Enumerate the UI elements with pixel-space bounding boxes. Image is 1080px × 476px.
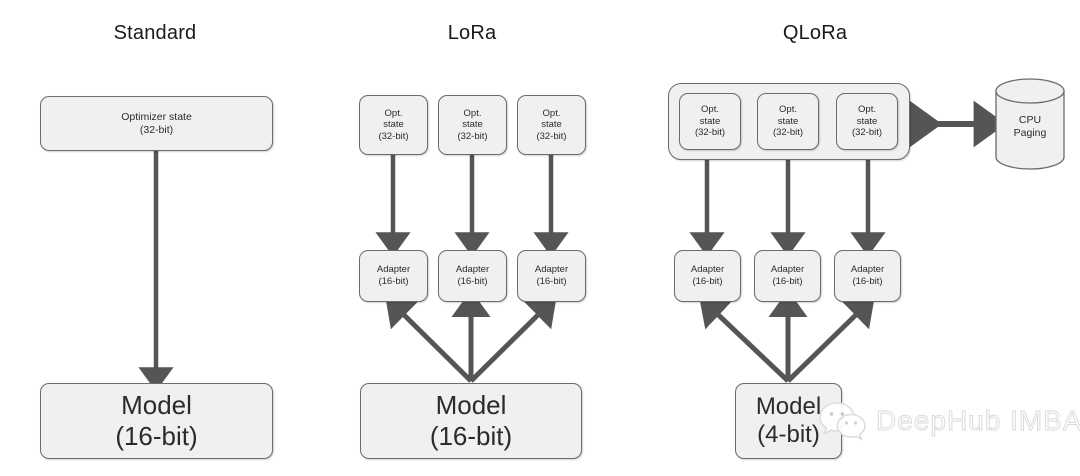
- lora-opt-state-box-2[interactable]: Opt. state (32-bit): [438, 95, 507, 155]
- cpu-paging-cylinder[interactable]: CPU Paging: [994, 78, 1066, 170]
- arrow-lora-model-to-adapter-1: [385, 296, 473, 383]
- lora-model-box[interactable]: Model (16-bit): [360, 383, 582, 459]
- qlora-opt-3-line3: (32-bit): [851, 127, 883, 139]
- arrow-qlora-model-to-adapter-3: [786, 296, 875, 383]
- standard-model-box[interactable]: Model (16-bit): [40, 383, 273, 459]
- lora-opt-2-line1: Opt.: [463, 107, 482, 119]
- lora-opt-2-line3: (32-bit): [457, 130, 488, 142]
- lora-model-line2: (16-bit): [429, 421, 513, 451]
- qlora-opt-1-line2: state: [699, 115, 721, 127]
- qlora-model-line2: (4-bit): [757, 421, 820, 448]
- qlora-adapter-3-line2: (16-bit): [852, 276, 883, 287]
- arrow-lora-model-to-adapter-3: [469, 296, 557, 383]
- lora-adapter-box-2[interactable]: Adapter (16-bit): [438, 250, 507, 302]
- cpu-paging-line2: Paging: [1013, 127, 1047, 140]
- lora-opt-1-line1: Opt.: [384, 107, 403, 119]
- lora-adapter-3-line2: (16-bit): [536, 276, 567, 287]
- qlora-adapter-2-line1: Adapter: [770, 264, 805, 276]
- lora-opt-state-box-3[interactable]: Opt. state (32-bit): [517, 95, 586, 155]
- lora-opt-2-line2: state: [462, 119, 483, 131]
- standard-model-line2: (16-bit): [115, 421, 198, 451]
- standard-model-line1: Model: [121, 390, 192, 421]
- lora-adapter-2-line2: (16-bit): [457, 276, 488, 287]
- cpu-paging-line1: CPU: [1018, 114, 1042, 126]
- arrow-qlora-model-to-adapter-1: [699, 296, 790, 383]
- qlora-model-line1: Model: [755, 392, 822, 420]
- qlora-adapter-3-line1: Adapter: [850, 264, 885, 276]
- qlora-adapter-2-line2: (16-bit): [772, 276, 803, 287]
- qlora-opt-2-line1: Opt.: [779, 104, 797, 116]
- lora-opt-3-line2: state: [541, 119, 562, 131]
- qlora-opt-3-line2: state: [856, 115, 878, 127]
- standard-optimizer-line1: Optimizer state: [121, 110, 192, 123]
- qlora-adapter-box-3[interactable]: Adapter (16-bit): [834, 250, 901, 302]
- qlora-adapter-1-line1: Adapter: [690, 264, 725, 276]
- cylinder-shape: [995, 78, 1065, 170]
- qlora-opt-1-line3: (32-bit): [694, 127, 726, 139]
- lora-opt-3-line3: (32-bit): [536, 130, 567, 142]
- lora-opt-1-line3: (32-bit): [378, 130, 409, 142]
- lora-adapter-1-line1: Adapter: [376, 264, 411, 276]
- qlora-adapter-box-2[interactable]: Adapter (16-bit): [754, 250, 821, 302]
- lora-adapter-box-3[interactable]: Adapter (16-bit): [517, 250, 586, 302]
- lora-adapter-2-line1: Adapter: [455, 264, 490, 276]
- cpu-paging-label: CPU Paging: [994, 114, 1066, 140]
- column-title-standard: Standard: [113, 22, 197, 44]
- qlora-opt-1-line1: Opt.: [701, 104, 719, 116]
- qlora-opt-state-box-3[interactable]: Opt. state (32-bit): [836, 93, 898, 150]
- lora-opt-3-line1: Opt.: [542, 107, 561, 119]
- standard-optimizer-state-box[interactable]: Optimizer state (32-bit): [40, 96, 273, 151]
- lora-opt-1-line2: state: [383, 119, 404, 131]
- watermark: DeepHub IMBA: [818, 398, 1080, 444]
- lora-adapter-1-line2: (16-bit): [378, 276, 409, 287]
- column-title-qlora: QLoRa: [782, 22, 848, 44]
- wechat-icon: [819, 402, 866, 441]
- column-title-lora: LoRa: [447, 22, 497, 44]
- qlora-adapter-box-1[interactable]: Adapter (16-bit): [674, 250, 741, 302]
- qlora-opt-state-box-2[interactable]: Opt. state (32-bit): [757, 93, 819, 150]
- watermark-text: DeepHub IMBA: [876, 405, 1080, 437]
- lora-adapter-box-1[interactable]: Adapter (16-bit): [359, 250, 428, 302]
- lora-opt-state-box-1[interactable]: Opt. state (32-bit): [359, 95, 428, 155]
- qlora-opt-2-line3: (32-bit): [772, 127, 804, 139]
- lora-adapter-3-line1: Adapter: [534, 264, 569, 276]
- qlora-opt-3-line1: Opt.: [858, 104, 876, 116]
- qlora-adapter-1-line2: (16-bit): [692, 276, 723, 287]
- lora-model-line1: Model: [435, 390, 507, 421]
- standard-optimizer-line2: (32-bit): [139, 123, 174, 136]
- qlora-opt-2-line2: state: [777, 115, 799, 127]
- qlora-opt-state-box-1[interactable]: Opt. state (32-bit): [679, 93, 741, 150]
